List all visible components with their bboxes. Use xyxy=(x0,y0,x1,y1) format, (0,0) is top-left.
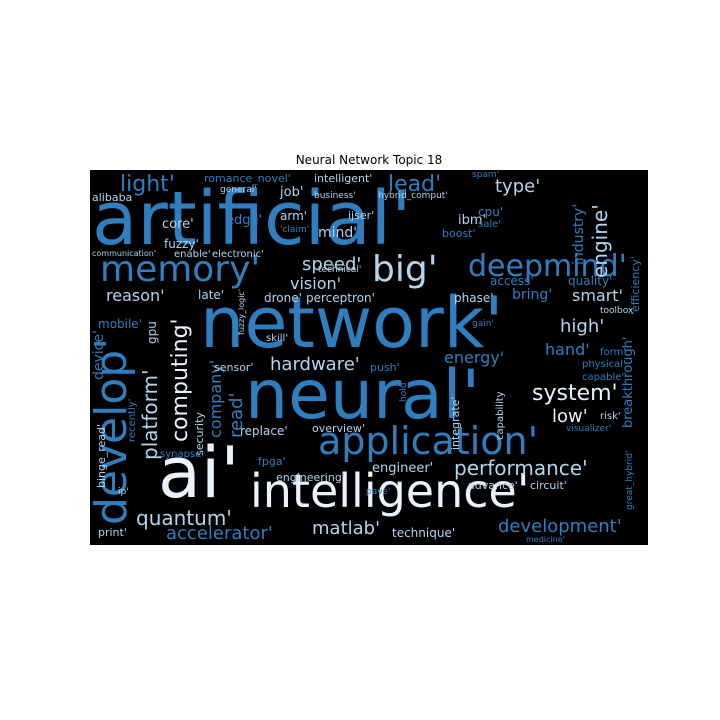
cloud-word: lead' xyxy=(388,172,442,197)
cloud-word: ai' xyxy=(158,432,240,514)
cloud-word: hold' xyxy=(399,380,409,402)
cloud-word: speed' xyxy=(302,254,362,275)
cloud-word: vision' xyxy=(290,274,342,293)
cloud-word: enable' xyxy=(174,249,211,260)
cloud-word: reason' xyxy=(106,286,165,305)
cloud-word: romance_novel' xyxy=(204,172,291,185)
cloud-word: industry' xyxy=(571,203,587,265)
cloud-word: synapse' xyxy=(160,449,205,460)
cloud-word: late' xyxy=(198,288,225,302)
cloud-word: communication' xyxy=(92,249,157,258)
cloud-word: smart' xyxy=(572,286,623,305)
cloud-word: perceptron' xyxy=(306,291,375,305)
cloud-word: system' xyxy=(532,381,618,406)
cloud-word: recently' xyxy=(127,398,138,442)
cloud-word: cpu' xyxy=(478,205,504,219)
cloud-word: great_hybrid' xyxy=(625,450,635,510)
cloud-word: arm' xyxy=(280,209,308,223)
figure-title: Neural Network Topic 18 xyxy=(295,153,443,167)
cloud-word: medicine' xyxy=(526,535,565,544)
cloud-word: energy' xyxy=(444,348,505,367)
cloud-word: boost' xyxy=(442,227,476,240)
cloud-word: binge_read' xyxy=(95,423,108,488)
cloud-word: neural' xyxy=(245,356,481,435)
cloud-word: computing' xyxy=(168,318,193,442)
cloud-word: ip' xyxy=(118,487,129,497)
cloud-word: overview' xyxy=(312,422,365,435)
cloud-word: push' xyxy=(370,361,400,374)
cloud-word: drone' xyxy=(264,291,302,305)
cloud-word: sale' xyxy=(478,219,502,230)
cloud-word: bring' xyxy=(512,287,553,303)
cloud-word: phase' xyxy=(454,291,494,305)
cloud-word: print' xyxy=(98,526,127,539)
cloud-word: access' xyxy=(490,274,534,288)
cloud-word: mobile' xyxy=(98,317,142,331)
cloud-word: ijser' xyxy=(348,209,375,222)
cloud-word: type' xyxy=(495,176,541,197)
cloud-word: performance' xyxy=(454,456,588,480)
cloud-word: intelligence' xyxy=(250,464,530,518)
cloud-word: ibm' xyxy=(458,213,487,228)
cloud-word: development' xyxy=(498,516,622,537)
cloud-word: gain' xyxy=(472,319,494,329)
cloud-word: light' xyxy=(120,172,175,197)
cloud-word: core' xyxy=(162,217,194,232)
cloud-word: deepmind' xyxy=(468,249,627,284)
cloud-word: fpga' xyxy=(258,455,286,468)
cloud-word: toolbox xyxy=(600,306,634,316)
cloud-word: network' xyxy=(200,282,504,364)
cloud-word: memory' xyxy=(100,249,261,290)
cloud-word: pave' xyxy=(366,487,391,497)
cloud-word: technical' xyxy=(318,265,362,275)
cloud-word: circuit' xyxy=(530,479,567,492)
cloud-word: alibaba xyxy=(92,191,133,204)
cloud-word: spam' xyxy=(472,170,500,180)
cloud-word: quality' xyxy=(568,274,613,288)
cloud-word: electronic' xyxy=(212,249,264,260)
cloud-word: hybrid_comput' xyxy=(378,191,448,201)
cloud-word: capable' xyxy=(582,372,625,383)
cloud-word: visualizer' xyxy=(566,424,612,434)
cloud-word: replace' xyxy=(240,424,288,438)
cloud-word: business' xyxy=(314,191,356,201)
cloud-word: fuzzy_logic' xyxy=(237,288,246,335)
cloud-word: form' xyxy=(600,347,627,358)
cloud-word: accelerator' xyxy=(166,523,273,544)
cloud-word: edge' xyxy=(226,213,263,228)
cloud-word: capability xyxy=(495,391,506,440)
cloud-word: job' xyxy=(280,185,304,200)
cloud-word: big' xyxy=(372,249,438,290)
cloud-word: fuzzy' xyxy=(164,237,199,251)
cloud-word: device' xyxy=(91,330,107,380)
cloud-word: technique' xyxy=(392,526,456,540)
cloud-word: mind' xyxy=(318,225,358,241)
cloud-word: skill' xyxy=(266,333,289,344)
cloud-word: artificial' xyxy=(92,176,412,262)
cloud-word: engineering' xyxy=(276,471,345,484)
cloud-word: intelligent' xyxy=(314,172,373,185)
cloud-word: quantum' xyxy=(136,506,232,530)
cloud-word: engine' xyxy=(588,204,612,278)
cloud-word: high' xyxy=(560,316,605,337)
cloud-word: matlab' xyxy=(312,518,381,539)
cloud-word: gpu xyxy=(145,321,159,344)
word-cloud: artificial' network'neural'ai'intelligenc… xyxy=(90,170,648,545)
cloud-word: physical' xyxy=(582,359,626,370)
cloud-word: hardware' xyxy=(270,354,360,375)
cloud-word: sensor' xyxy=(214,361,254,374)
cloud-word: integrate' xyxy=(449,396,462,450)
cloud-word: platform' xyxy=(138,369,162,460)
cloud-word: application' xyxy=(318,419,539,463)
cloud-word: general' xyxy=(220,185,257,195)
cloud-word: hand' xyxy=(545,340,590,359)
cloud-word: engineer' xyxy=(372,461,434,476)
cloud-word: 'claim' xyxy=(280,225,310,235)
cloud-word: risk' xyxy=(600,411,621,422)
cloud-word: advance' xyxy=(468,479,518,492)
cloud-word: low' xyxy=(552,406,588,427)
